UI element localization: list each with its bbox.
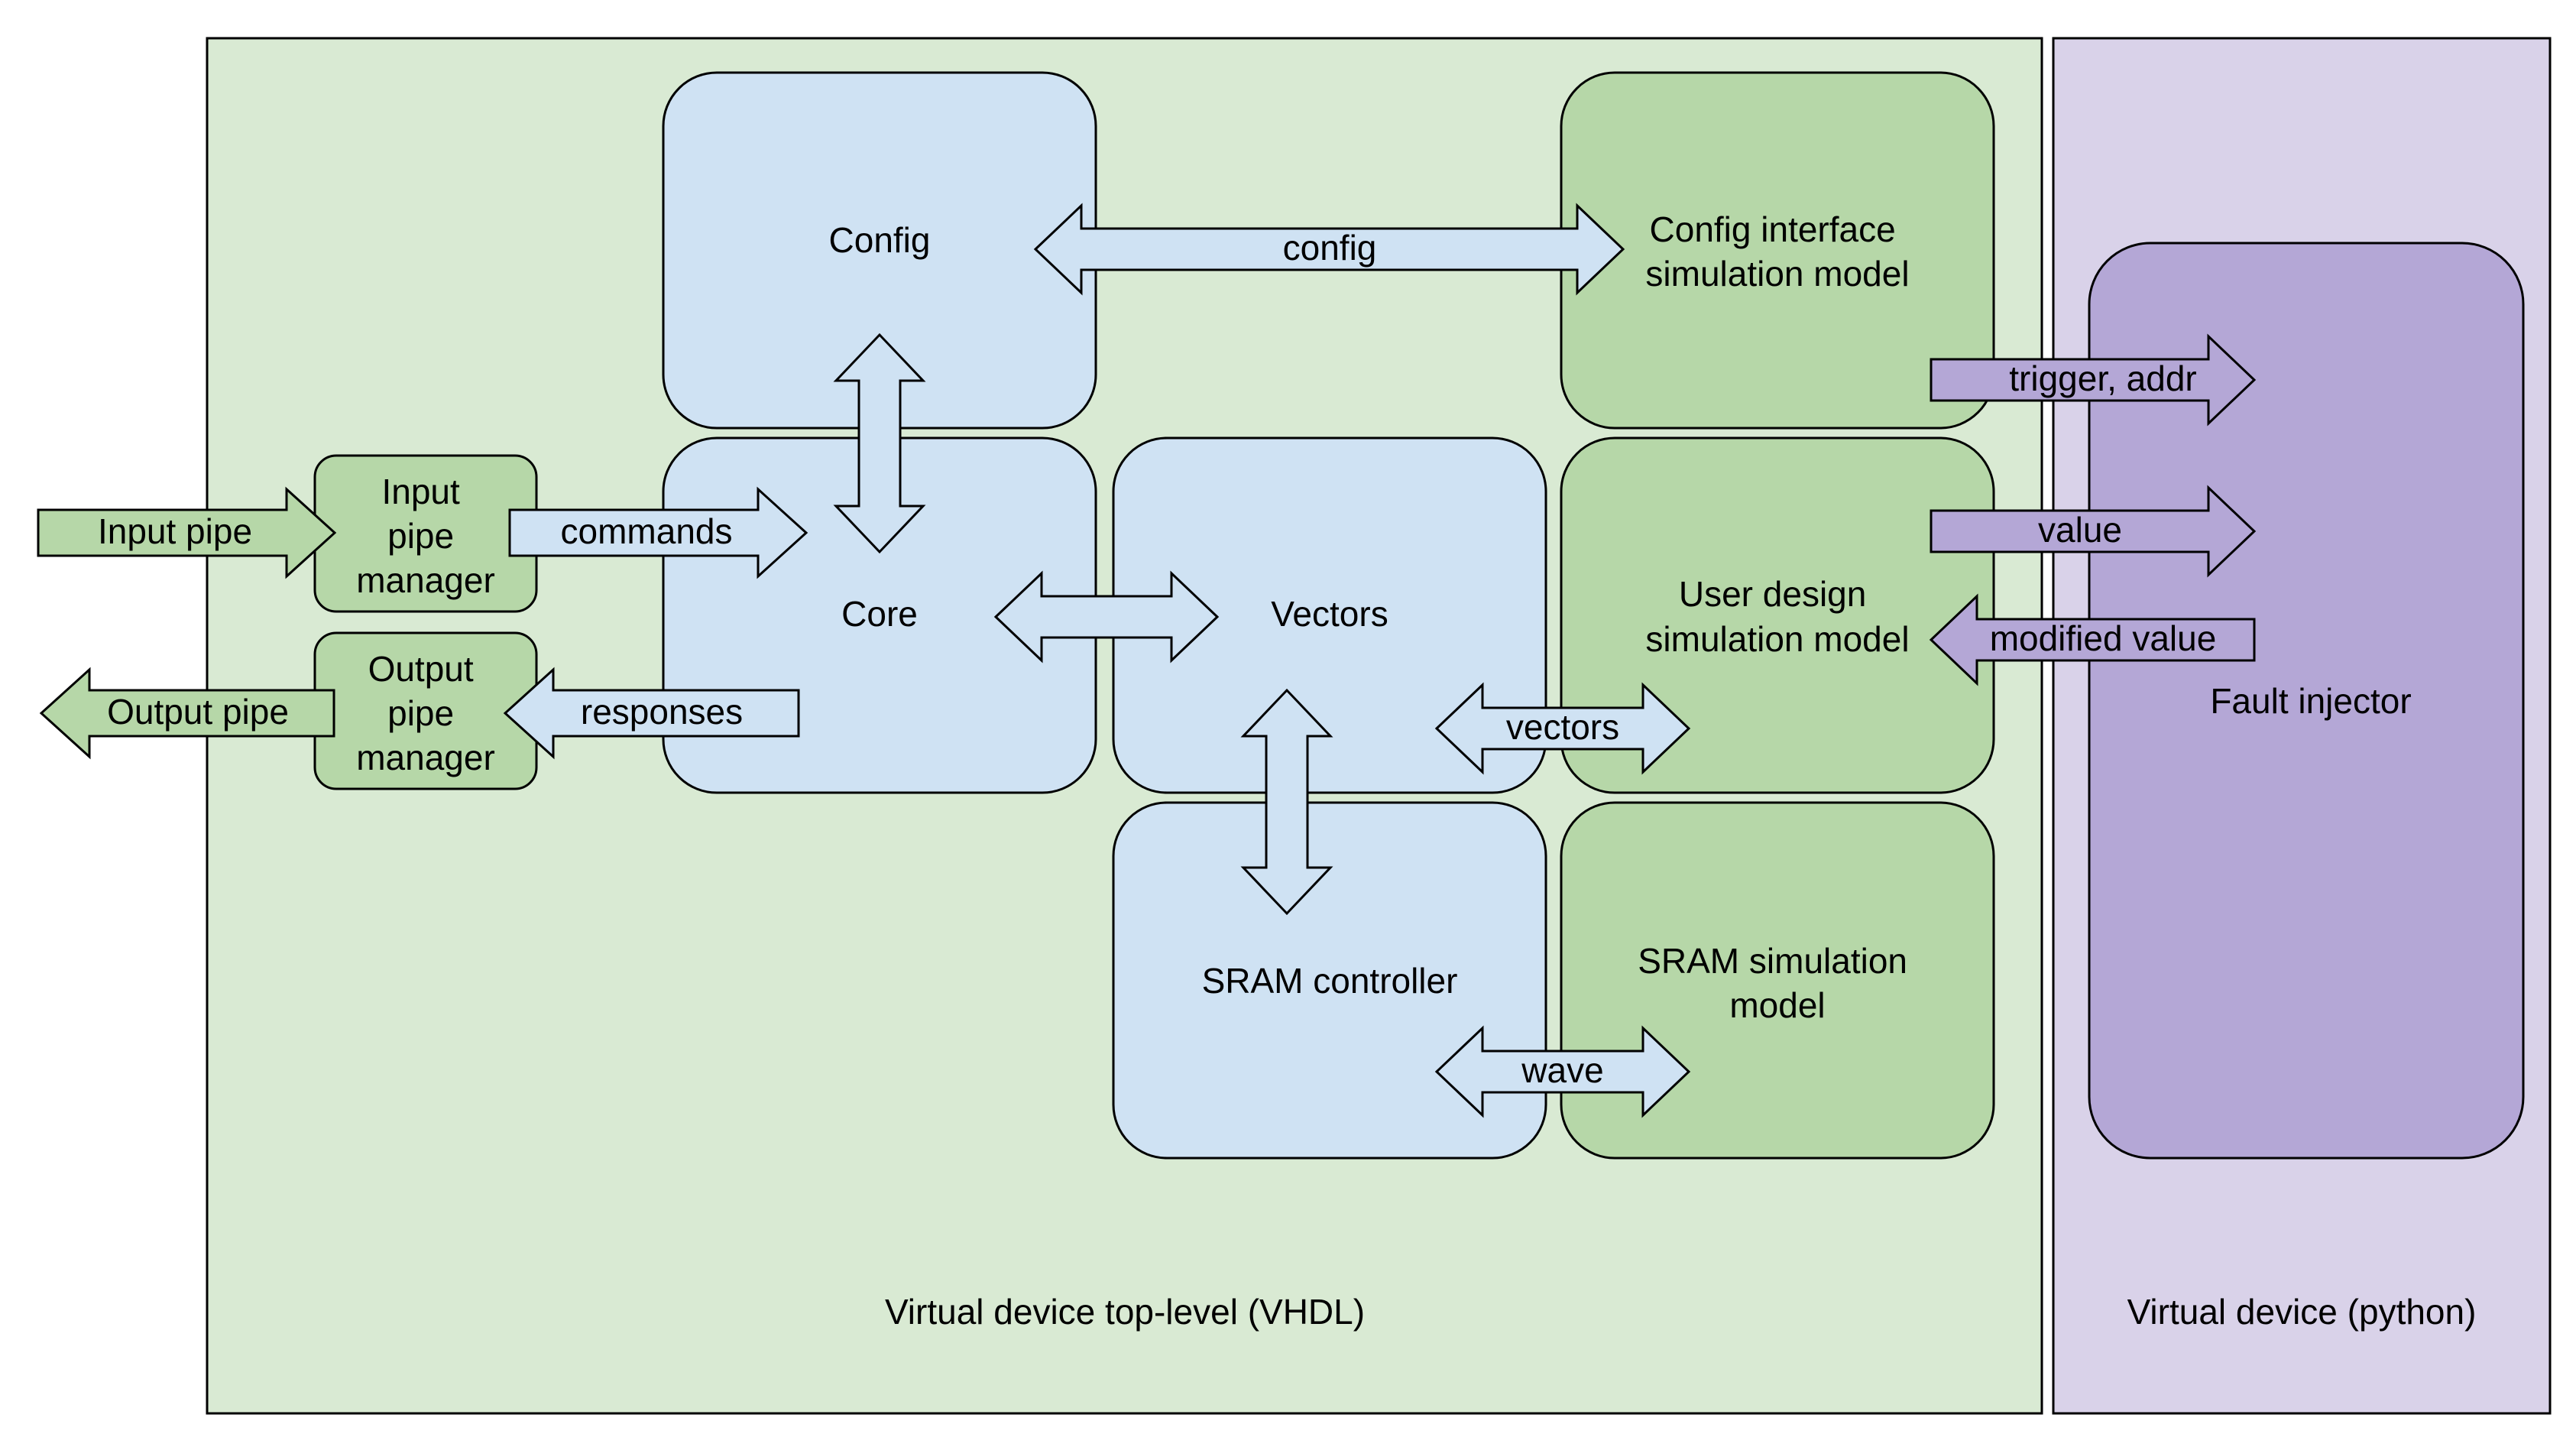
user-design-block <box>1560 436 1995 794</box>
output-pipe-arrow-label: Output pipe <box>107 692 289 732</box>
vhdl-container-label: Virtual device top-level (VHDL) <box>885 1292 1365 1332</box>
fault-injector-block <box>2088 242 2525 1160</box>
config-double-arrow <box>1033 203 1625 296</box>
config-interface-label-line1: Config interface <box>1650 209 1896 249</box>
vectors-double-arrow <box>1434 682 1691 775</box>
input-pipe-arrow-label: Input pipe <box>98 511 252 551</box>
output-pipe-arrow <box>39 667 335 760</box>
trigger-addr-arrow-label: trigger, addr <box>2009 359 2196 398</box>
trigger-addr-arrow <box>1930 333 2257 427</box>
input-pipe-manager-line3: manager <box>356 560 495 600</box>
user-design-label-line2: simulation model <box>1645 619 1909 659</box>
output-pipe-manager-label: Output pipe manager <box>356 649 495 777</box>
responses-arrow <box>503 667 800 760</box>
responses-arrow-label: responses <box>581 692 743 732</box>
sram-simulation-label-line1: SRAM simulation <box>1638 941 1907 981</box>
config-interface-label: Config interface simulation model <box>1645 209 1909 294</box>
core-block-label: Core <box>841 594 918 634</box>
core-vectors-double-arrow <box>993 570 1220 663</box>
input-pipe-manager-line2: pipe <box>387 516 454 556</box>
output-pipe-manager-line1: Output <box>368 649 474 689</box>
user-design-label: User design simulation model <box>1645 574 1909 659</box>
fault-injector-label: Fault injector <box>2210 681 2411 721</box>
value-arrow-label: value <box>2038 510 2122 550</box>
input-pipe-manager-line1: Input <box>381 472 460 511</box>
output-pipe-manager-line2: pipe <box>387 693 454 733</box>
sram-simulation-label-line2: model <box>1729 985 1825 1025</box>
config-block-label: Config <box>829 220 931 260</box>
sram-controller-label: SRAM controller <box>1202 961 1458 1001</box>
value-arrow <box>1930 485 2257 578</box>
vectors-block-label: Vectors <box>1271 594 1388 634</box>
input-pipe-arrow <box>37 486 337 579</box>
commands-arrow <box>508 486 808 579</box>
vectors-arrow-label: vectors <box>1506 707 1619 747</box>
user-design-label-line1: User design <box>1679 574 1866 614</box>
modified-value-arrow-label: modified value <box>1990 618 2217 658</box>
wave-arrow-label: wave <box>1521 1050 1603 1090</box>
config-interface-label-line2: simulation model <box>1645 254 1909 294</box>
commands-arrow-label: commands <box>561 511 733 551</box>
input-pipe-manager-label: Input pipe manager <box>356 472 495 600</box>
wave-double-arrow <box>1434 1025 1691 1118</box>
output-pipe-manager-line3: manager <box>356 738 495 777</box>
config-arrow-label: config <box>1283 228 1377 268</box>
modified-value-arrow <box>1929 593 2256 686</box>
python-container-label: Virtual device (python) <box>2127 1292 2477 1332</box>
config-core-double-arrow <box>833 333 926 554</box>
vectors-sram-double-arrow <box>1240 688 1333 916</box>
config-interface-block <box>1560 71 1995 430</box>
sram-simulation-label: SRAM simulation model <box>1638 941 1917 1025</box>
